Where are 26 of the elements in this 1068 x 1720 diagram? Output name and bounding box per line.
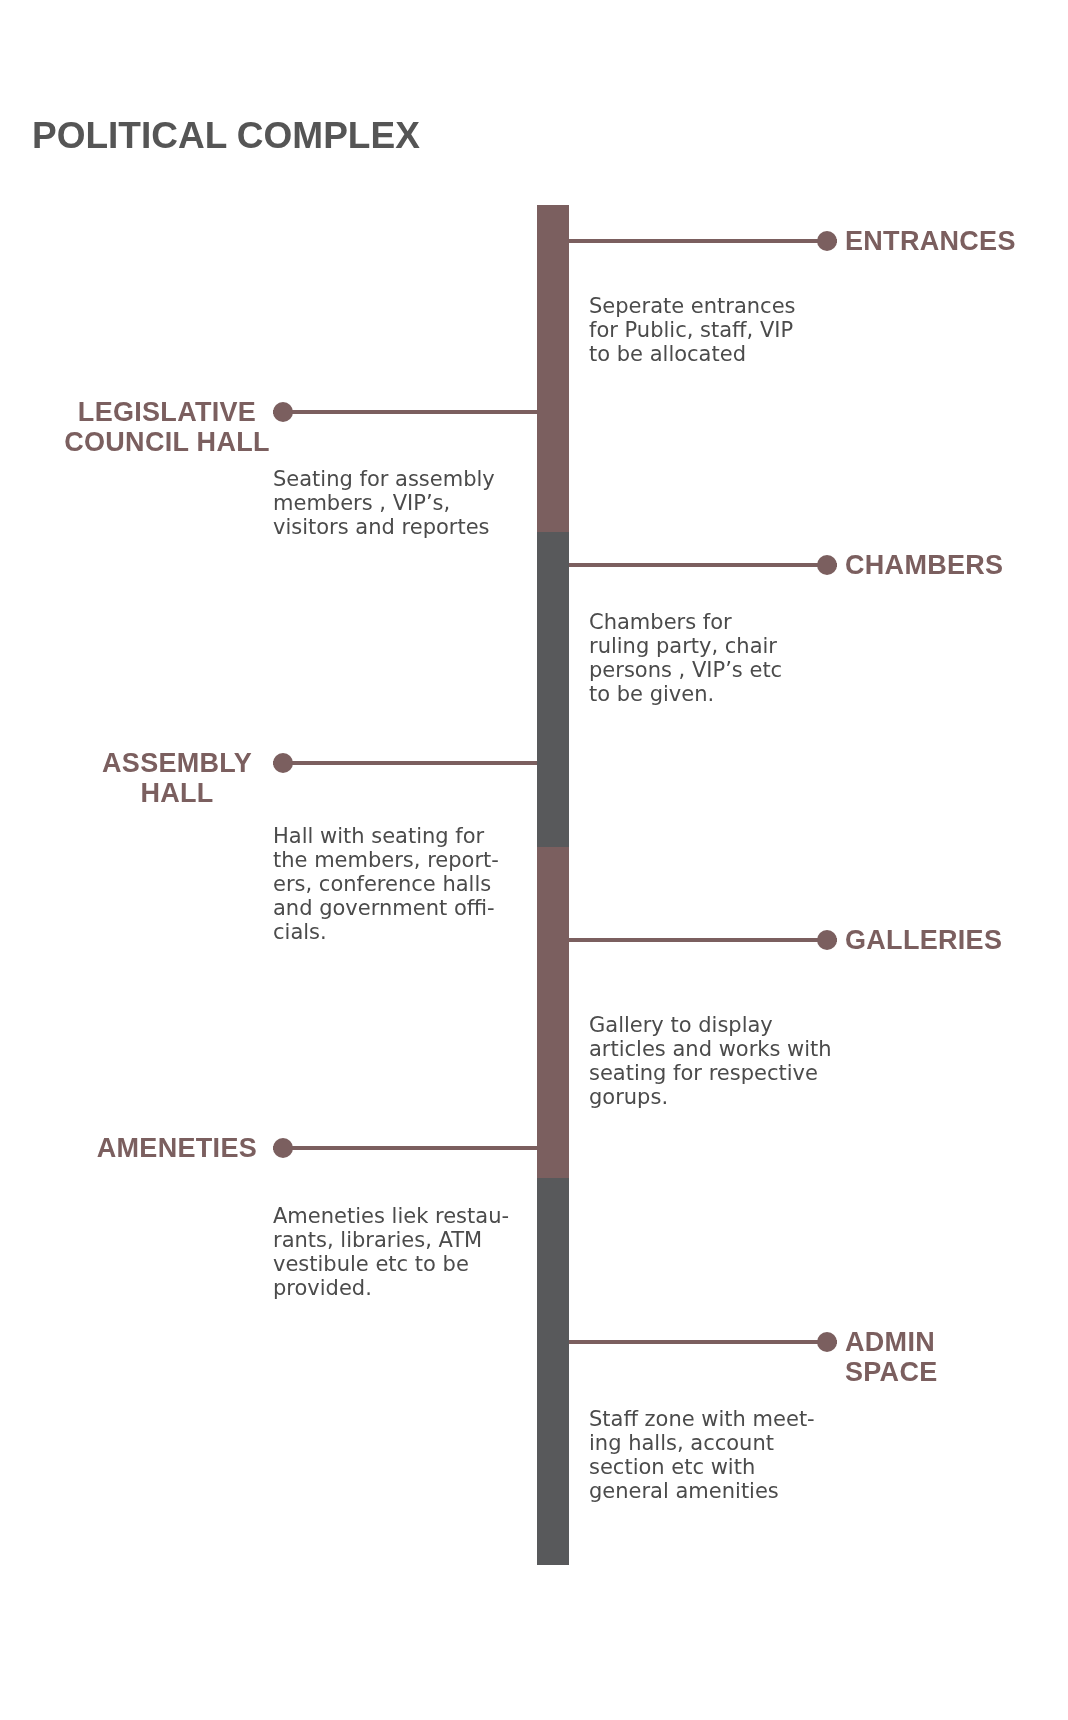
connector-line — [273, 1138, 537, 1158]
section-heading: CHAMBERS — [837, 550, 1004, 580]
connector-line — [569, 1332, 837, 1352]
diagram-title: POLITICAL COMPLEX — [32, 115, 420, 157]
description-text: Gallery to display articles and works with seating for respective gorups. — [589, 1013, 833, 1109]
description-text: Seperate entrances for Public, staff, VIP to be allocated — [589, 294, 797, 366]
connector-line — [273, 753, 537, 773]
description-text: Staff zone with meet- ing halls, account section etc with general amenities — [589, 1407, 816, 1503]
description-text: Chambers for ruling party, chair persons , VIP’s etc to be given. — [589, 610, 784, 706]
description-text: Ameneties liek restau- rants, libraries, ATM vestibule etc to be provided. — [273, 1204, 511, 1300]
spine-segment — [537, 532, 569, 847]
spine-segment — [537, 847, 569, 1178]
section-heading: AMENETIES — [96, 1133, 273, 1163]
connector-line — [273, 402, 537, 422]
connector-line — [569, 231, 837, 251]
section-heading: ADMIN SPACE — [837, 1327, 945, 1387]
section-heading: ENTRANCES — [837, 226, 1016, 256]
section-heading: ASSEMBLY HALL — [99, 748, 273, 808]
connector-line — [569, 555, 837, 575]
connector-line — [569, 930, 837, 950]
spine-segment — [537, 1178, 569, 1565]
section-heading: LEGISLATIVE COUNCIL HALL — [61, 397, 273, 457]
section-heading: GALLERIES — [837, 925, 1003, 955]
description-text: Hall with seating for the members, report- ers, conference halls and government offi- cials. — [273, 824, 500, 944]
spine-segment — [537, 205, 569, 532]
description-text: Seating for assembly members , VIP’s, visitors and reportes — [273, 467, 496, 539]
